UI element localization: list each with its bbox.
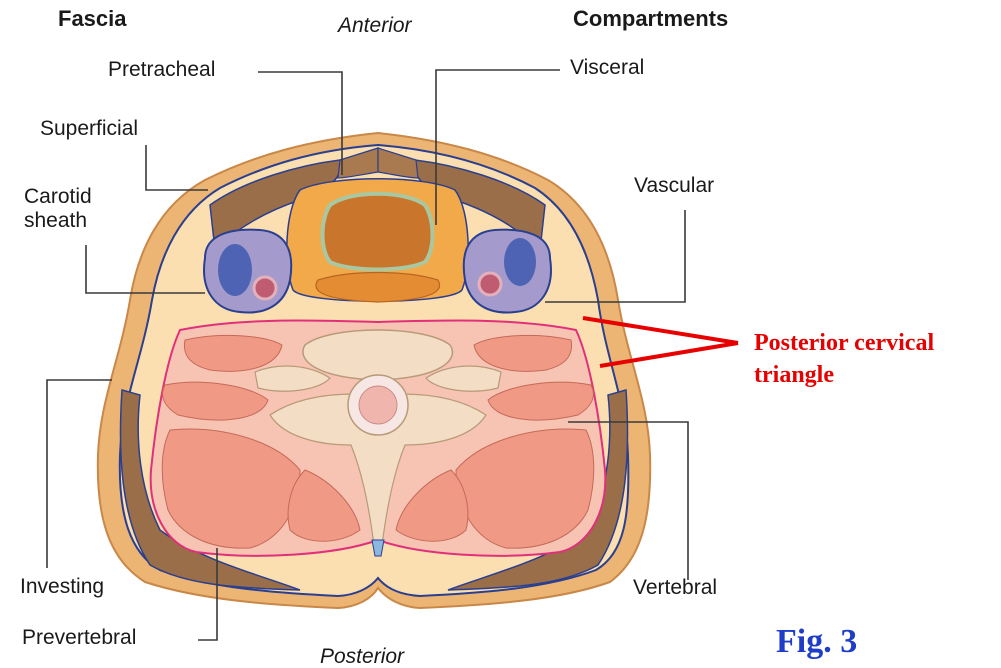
prevertebral-label: Prevertebral xyxy=(22,626,136,650)
anterior-label: Anterior xyxy=(338,14,412,38)
posterior-label: Posterior xyxy=(320,645,404,668)
esophagus xyxy=(316,273,440,303)
trachea xyxy=(323,194,433,270)
vascular-label: Vascular xyxy=(634,174,714,198)
carotid-sheath-label: Carotid sheath xyxy=(24,185,114,233)
posterior-cervical-triangle-label: Posterior cervical triangle xyxy=(754,327,1001,392)
carotid-artery-right xyxy=(479,273,501,295)
pretracheal-label: Pretracheal xyxy=(108,58,215,82)
compartments-heading: Compartments xyxy=(573,6,728,31)
fascia-heading: Fascia xyxy=(58,6,127,31)
jugular-vein-right xyxy=(504,238,536,286)
visceral-label: Visceral xyxy=(570,56,644,80)
jugular-vein-left xyxy=(218,244,252,296)
carotid-artery-left xyxy=(254,277,276,299)
investing-label: Investing xyxy=(20,575,104,599)
spinal-cord xyxy=(359,386,397,424)
figure-number: Fig. 3 xyxy=(776,622,857,661)
vertebral-label: Vertebral xyxy=(633,576,717,600)
vertebral-body xyxy=(303,330,452,380)
superficial-label: Superficial xyxy=(40,117,138,141)
